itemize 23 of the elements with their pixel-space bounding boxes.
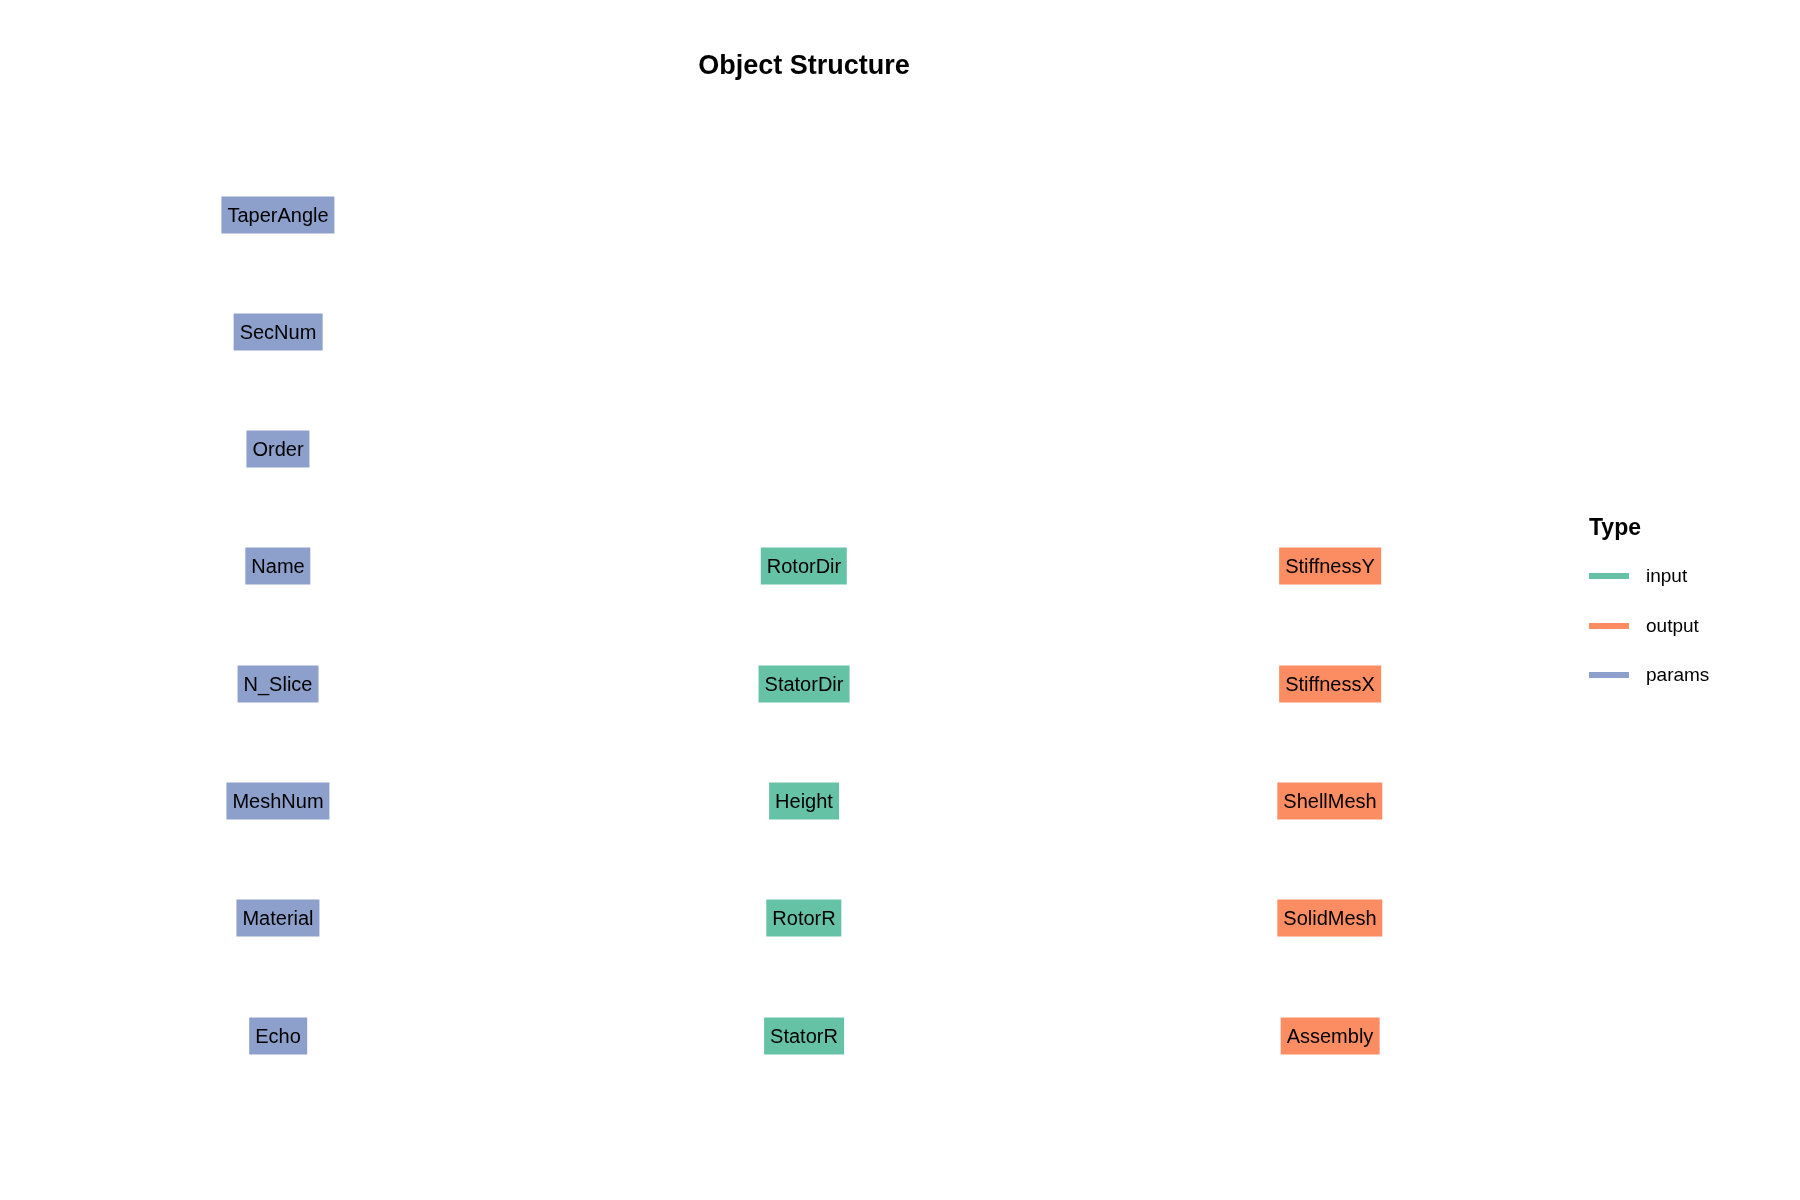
label-box: RotorDir — [760, 547, 848, 585]
label-box: MeshNum — [226, 782, 330, 820]
label-box: Material — [236, 899, 320, 937]
label-box: StiffnessX — [1279, 665, 1381, 703]
label-box: SecNum — [233, 313, 323, 351]
legend-title: Type — [1589, 514, 1641, 541]
diagram-title: Object Structure — [698, 50, 910, 81]
label-box: N_Slice — [237, 665, 319, 703]
label-box: Order — [246, 430, 310, 468]
label-box: Height — [769, 782, 839, 820]
label-box: TaperAngle — [221, 196, 335, 234]
legend-label: output — [1646, 615, 1699, 637]
label-box: StatorDir — [758, 665, 850, 703]
label-box: StatorR — [764, 1017, 844, 1055]
label-box: RotorR — [766, 899, 842, 937]
label-box: SolidMesh — [1277, 899, 1383, 937]
label-box: StiffnessY — [1279, 547, 1381, 585]
legend-label: params — [1646, 664, 1710, 686]
label-box: Assembly — [1280, 1017, 1380, 1055]
label-box: Name — [245, 547, 311, 585]
legend-label: input — [1646, 565, 1688, 587]
label-box: Echo — [249, 1017, 307, 1055]
label-box: ShellMesh — [1277, 782, 1383, 820]
